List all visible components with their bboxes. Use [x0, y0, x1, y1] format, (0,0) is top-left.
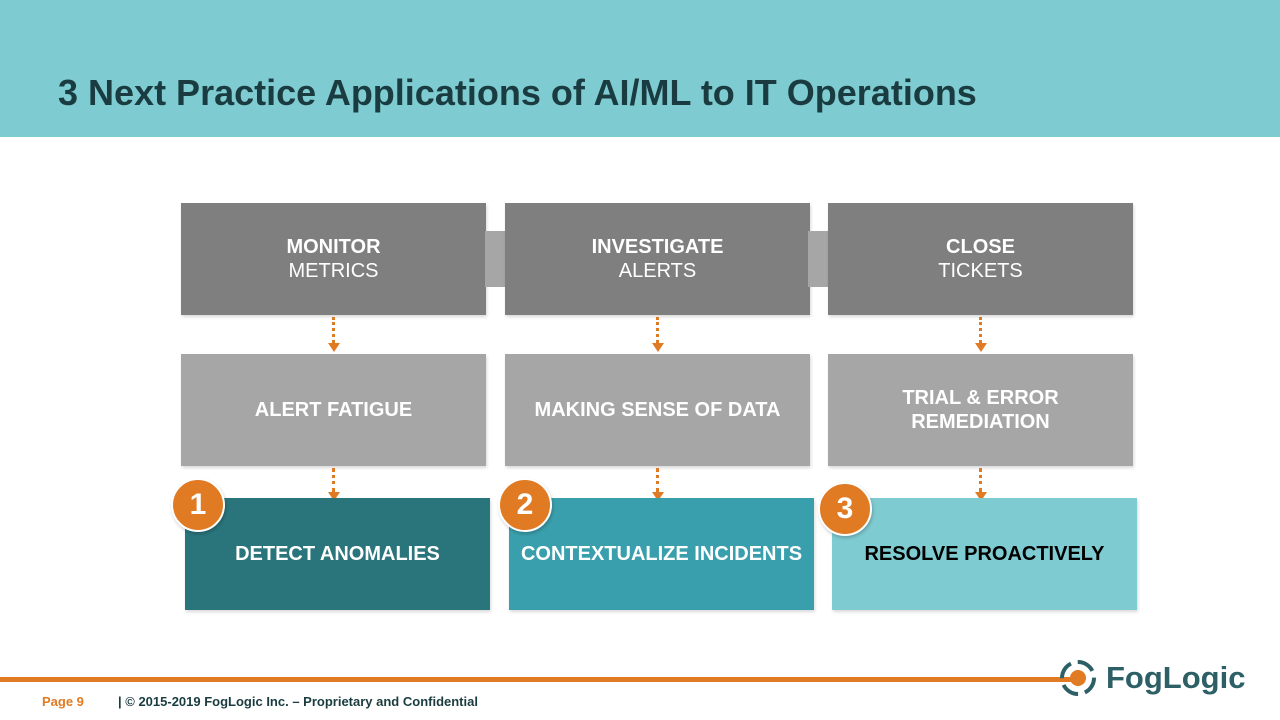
dotted-connector: [656, 317, 659, 343]
header-band: [0, 0, 1280, 137]
dotted-connector: [656, 468, 659, 492]
solution-box-contextualize: CONTEXTUALIZE INCIDENTS: [509, 498, 814, 610]
solution-box-detect: DETECT ANOMALIES: [185, 498, 490, 610]
arrow-down-icon: [328, 492, 340, 501]
stage-title: MONITOR: [286, 236, 381, 258]
problem-box-trial-error: TRIAL & ERROR REMEDIATION: [828, 354, 1133, 466]
copyright-notice: | © 2015-2019 FogLogic Inc. – Proprietar…: [118, 694, 478, 709]
arrow-down-icon: [652, 492, 664, 501]
arrow-down-icon: [975, 343, 987, 352]
foglogic-logo: FogLogic: [1056, 656, 1245, 700]
problem-box-making-sense: MAKING SENSE OF DATA: [505, 354, 810, 466]
problem-label-line2: REMEDIATION: [911, 411, 1050, 433]
problem-box-alert-fatigue: ALERT FATIGUE: [181, 354, 486, 466]
stage-subtitle: ALERTS: [618, 260, 697, 282]
slide-title: 3 Next Practice Applications of AI/ML to…: [58, 72, 977, 113]
solution-label: RESOLVE PROACTIVELY: [864, 543, 1105, 565]
dotted-connector: [979, 468, 982, 492]
logo-text: FogLogic: [1106, 660, 1246, 695]
stage-subtitle: METRICS: [288, 260, 379, 282]
solution-box-resolve: RESOLVE PROACTIVELY: [832, 498, 1137, 610]
stage-box-close: CLOSE TICKETS: [828, 203, 1133, 315]
stage-subtitle: TICKETS: [938, 260, 1023, 282]
page-number: Page 9: [42, 694, 84, 709]
number-badge: 2: [498, 478, 552, 532]
problem-label: MAKING SENSE OF DATA: [534, 399, 781, 421]
arrow-down-icon: [652, 343, 664, 352]
foglogic-logo-icon: [1060, 660, 1096, 696]
dotted-connector: [979, 317, 982, 343]
solution-label: DETECT ANOMALIES: [235, 543, 440, 565]
arrow-down-icon: [975, 492, 987, 501]
stage-box-monitor: MONITOR METRICS: [181, 203, 486, 315]
arrow-down-icon: [328, 343, 340, 352]
number-badge: 1: [171, 478, 225, 532]
dotted-connector: [332, 468, 335, 492]
problem-label: ALERT FATIGUE: [254, 399, 413, 421]
number-badge: 3: [818, 482, 872, 536]
stage-title: INVESTIGATE: [591, 236, 724, 258]
stage-title: CLOSE: [946, 236, 1015, 258]
solution-label: CONTEXTUALIZE INCIDENTS: [520, 543, 803, 565]
dotted-connector: [332, 317, 335, 343]
problem-label-line1: TRIAL & ERROR: [902, 387, 1059, 409]
footer-divider: [0, 677, 1080, 682]
stage-box-investigate: INVESTIGATE ALERTS: [505, 203, 810, 315]
